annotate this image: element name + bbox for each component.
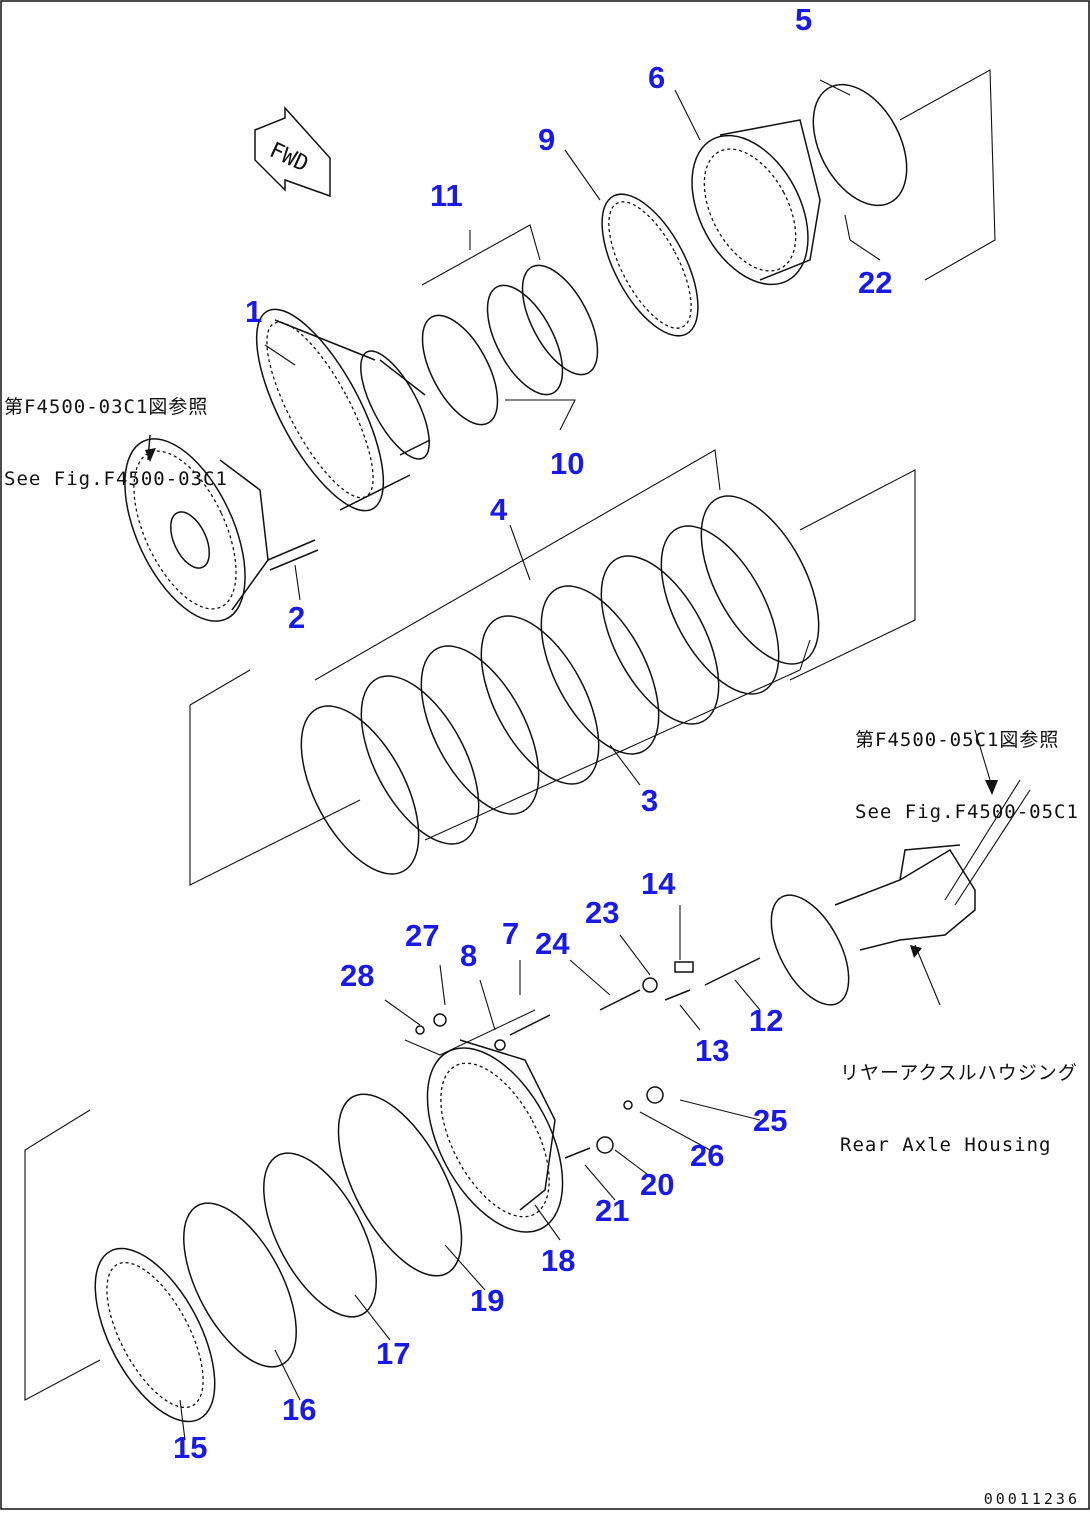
part-1-drum <box>255 308 431 512</box>
callout-25: 25 <box>753 1103 788 1138</box>
callout-24: 24 <box>535 926 570 961</box>
part-6-piston <box>691 119 821 286</box>
fwd-label: FWD <box>265 138 312 177</box>
part-16-ring <box>183 1202 297 1368</box>
note-housing-en: Rear Axle Housing <box>840 1134 1052 1156</box>
callout-5: 5 <box>795 2 813 37</box>
callout-1: 1 <box>245 294 263 329</box>
document-number: 00011236 <box>983 1490 1080 1508</box>
part-10-11-rings <box>421 224 599 431</box>
part-17-ring <box>263 1152 377 1318</box>
part-19-ring <box>337 1093 463 1277</box>
note-front-ref: 第F4500-03C1図参照 See Fig.F4500-03C1 <box>4 347 228 515</box>
callout-8: 8 <box>460 938 478 973</box>
callout-12: 12 <box>749 1003 784 1038</box>
callout-18: 18 <box>541 1243 576 1278</box>
part-5-seal <box>812 83 908 207</box>
small-parts <box>404 957 761 1159</box>
note-rear-jp: 第F4500-05C1図参照 <box>855 729 1060 751</box>
callout-17: 17 <box>376 1336 411 1371</box>
note-housing: リヤーアクスルハウジング Rear Axle Housing <box>840 1013 1078 1181</box>
part-9-ring <box>601 193 699 337</box>
callout-28: 28 <box>340 958 375 993</box>
callout-20: 20 <box>640 1167 675 1202</box>
note-front-jp: 第F4500-03C1図参照 <box>4 396 209 418</box>
callout-23: 23 <box>585 895 620 930</box>
rear-axle-housing <box>770 729 1031 1006</box>
callout-16: 16 <box>282 1392 317 1427</box>
note-front-en: See Fig.F4500-03C1 <box>4 468 228 490</box>
note-rear-en: See Fig.F4500-05C1 <box>855 801 1079 823</box>
callout-22: 22 <box>858 265 893 300</box>
leader-lines <box>179 79 881 1441</box>
fwd-arrow-icon: FWD <box>254 106 331 198</box>
callout-7: 7 <box>502 916 520 951</box>
callout-10: 10 <box>550 446 585 481</box>
hub-ref-front <box>124 434 269 622</box>
callout-26: 26 <box>690 1138 725 1173</box>
callout-9: 9 <box>538 122 556 157</box>
note-housing-jp: リヤーアクスルハウジング <box>840 1062 1078 1084</box>
callout-21: 21 <box>595 1193 630 1228</box>
callout-15: 15 <box>173 1430 208 1465</box>
callout-2: 2 <box>288 600 306 635</box>
part-15-plate <box>24 1109 216 1423</box>
callout-14: 14 <box>641 866 676 901</box>
callout-27: 27 <box>405 918 440 953</box>
part-18-housing <box>426 1039 564 1233</box>
callout-19: 19 <box>470 1283 505 1318</box>
callout-3: 3 <box>641 783 659 818</box>
callout-11: 11 <box>430 178 463 213</box>
plate-stack-3-4 <box>189 449 916 886</box>
callout-13: 13 <box>695 1033 730 1068</box>
callout-4: 4 <box>490 492 508 527</box>
note-rear-ref: 第F4500-05C1図参照 See Fig.F4500-05C1 <box>855 680 1079 848</box>
callout-6: 6 <box>648 60 666 95</box>
part-2-bolt <box>267 539 319 571</box>
